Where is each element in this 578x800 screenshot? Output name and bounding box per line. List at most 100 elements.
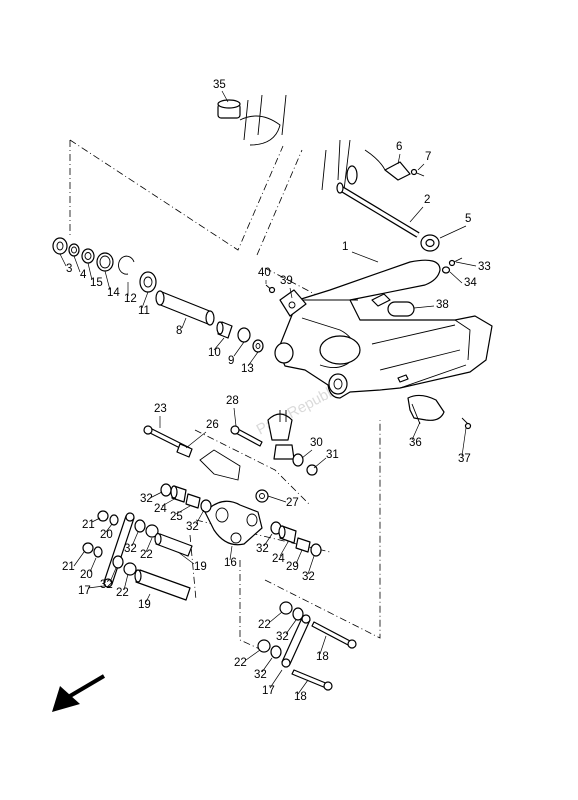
leader-line: [195, 509, 205, 525]
leader-line: [417, 163, 425, 171]
part-22-bushing-d: [257, 639, 271, 653]
part-32-seal-a: [160, 483, 172, 497]
part-number-label: 39: [280, 275, 293, 287]
part-number-label: 17: [262, 685, 275, 697]
leader-line: [409, 206, 424, 223]
part-20-washer-a: [109, 514, 119, 526]
part-number-label: 13: [241, 363, 254, 375]
leader-line: [161, 497, 177, 507]
part-number-label: 24: [154, 503, 167, 515]
part-32-seal-b: [200, 499, 212, 513]
part-36-guard: [407, 394, 445, 425]
part-number-label: 38: [436, 299, 449, 311]
part-number-label: 30: [310, 437, 323, 449]
part-9-seal: [237, 327, 251, 343]
part-number-label: 23: [154, 403, 167, 415]
part-number-label: 20: [80, 569, 93, 581]
leader-line: [221, 90, 229, 103]
part-number-label: 3: [66, 263, 72, 275]
leader-line: [123, 573, 129, 591]
leader-line: [449, 271, 463, 284]
part-number-label: 32: [302, 571, 315, 583]
part-number-label: 26: [206, 419, 219, 431]
leader-line: [285, 619, 297, 635]
part-14-bearing: [96, 252, 114, 272]
part-29-collar: [295, 537, 311, 553]
part-number-label: 25: [170, 511, 183, 523]
part-32-seal-f: [112, 555, 124, 569]
front-arrow-icon: [52, 674, 106, 712]
part-27-nut: [255, 489, 269, 503]
leader-line: [73, 551, 85, 567]
leader-line: [247, 351, 259, 367]
part-38-pad: [387, 301, 415, 317]
part-1-swing-arm: [274, 259, 493, 399]
leader-line: [87, 585, 105, 589]
part-18-bolt-b: [291, 669, 333, 691]
part-number-label: 1: [342, 241, 348, 253]
part-26-collar: [176, 443, 193, 458]
part-15-collar: [81, 248, 95, 264]
part-37-screw: [461, 417, 472, 430]
leader-line: [455, 261, 477, 267]
leader-line: [313, 457, 327, 469]
part-19-collar-b: [134, 569, 191, 601]
part-33-bolt: [448, 257, 463, 267]
part-11-bearing: [139, 271, 157, 293]
part-25-collar: [185, 493, 201, 509]
leader-line: [269, 669, 283, 689]
part-number-label: 4: [80, 269, 87, 281]
part-number-label: 12: [124, 293, 137, 305]
part-35-bushing: [217, 94, 287, 146]
leader-line: [104, 270, 111, 291]
part-number-label: 32: [124, 543, 137, 555]
leader-line: [263, 533, 273, 547]
part-number-label: 32: [140, 493, 153, 505]
leader-line: [397, 153, 401, 165]
part-20-washer-b: [93, 546, 103, 558]
part-number-label: 6: [396, 141, 402, 153]
part-number-label: 2: [424, 194, 430, 206]
leader-line: [233, 407, 237, 427]
part-22-bushing-b: [123, 562, 137, 576]
part-30-collar: [292, 453, 304, 467]
part-24-bushing-a: [170, 485, 187, 503]
part-number-label: 15: [90, 277, 103, 289]
part-21-nut-a: [97, 510, 109, 522]
part-number-label: 7: [425, 151, 431, 163]
part-shock-upper: [267, 410, 295, 460]
part-17-rod-right: [281, 614, 311, 668]
part-7-screw: [410, 168, 425, 177]
leader-line: [131, 531, 139, 547]
part-number-label: 21: [82, 519, 95, 531]
part-number-label: 27: [286, 497, 299, 509]
part-16-relay-arm: [204, 500, 263, 546]
leader-line: [461, 427, 467, 457]
part-12-circlip: [118, 255, 135, 275]
part-number-label: 36: [409, 437, 422, 449]
part-number-label: 31: [326, 449, 339, 461]
part-number-label: 10: [208, 347, 221, 359]
part-number-label: 22: [258, 619, 271, 631]
part-number-label: 20: [100, 529, 113, 541]
leader-line: [105, 523, 113, 533]
leader-line: [413, 305, 435, 309]
leader-line: [439, 225, 467, 239]
leader-line: [213, 337, 225, 351]
part-21-nut-b: [82, 542, 94, 554]
part-number-label: 33: [478, 261, 491, 273]
leader-line: [59, 253, 67, 267]
part-number-label: 32: [256, 543, 269, 555]
part-number-label: 17: [78, 585, 91, 597]
part-24-bushing-b: [278, 525, 297, 544]
part-8-collar: [155, 290, 215, 326]
part-number-label: 35: [213, 79, 226, 91]
leader-line: [109, 567, 117, 583]
part-40-screw: [265, 284, 276, 294]
part-number-label: 18: [294, 691, 307, 703]
part-number-label: 19: [138, 599, 151, 611]
part-number-label: 40: [258, 267, 271, 279]
leader-line: [175, 505, 191, 515]
part-number-label: 22: [116, 587, 129, 599]
